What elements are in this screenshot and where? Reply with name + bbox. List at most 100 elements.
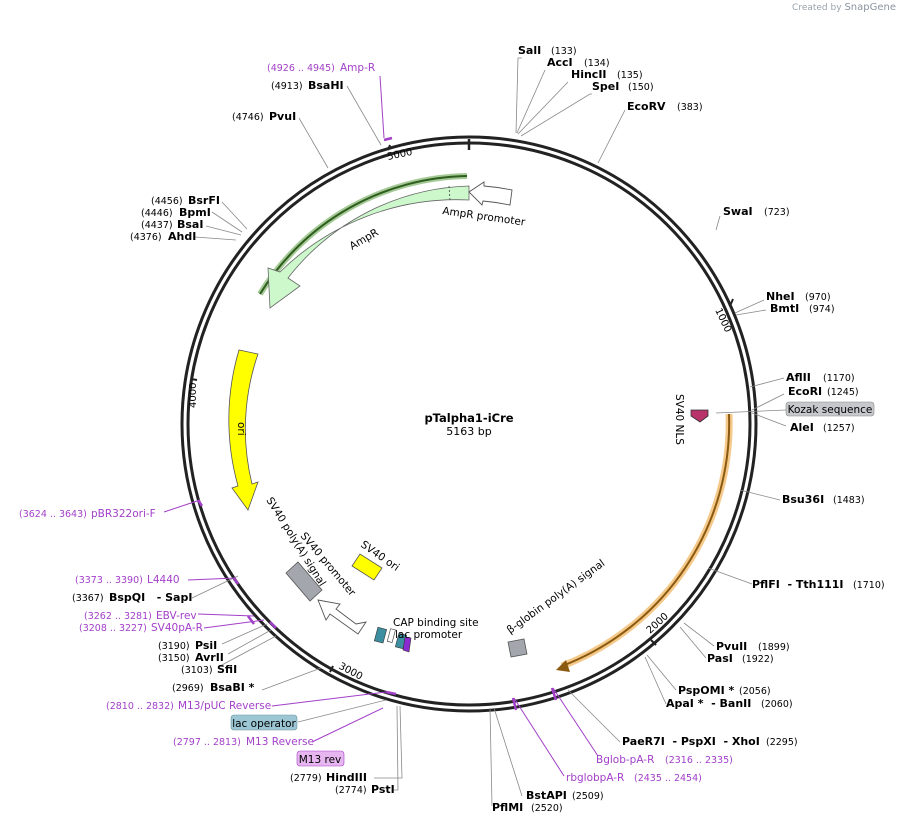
- site-spei-pos: (150): [628, 82, 654, 93]
- site-sfii[interactable]: SfiI: [217, 663, 237, 676]
- primer-rbglobpa-r[interactable]: rbglobpA-R: [566, 772, 624, 784]
- sv40-nls-label: SV40 NLS: [673, 394, 685, 445]
- site-psti-pos: (2774): [335, 785, 367, 796]
- site-pflmi-pos: (2520): [531, 803, 563, 814]
- snapgene-watermark: Created by SnapGene: [792, 2, 896, 13]
- site-ecori[interactable]: EcoRI: [788, 385, 822, 398]
- site-bmti[interactable]: BmtI: [770, 302, 799, 315]
- site-acci[interactable]: AccI: [547, 56, 573, 69]
- ampr-feature[interactable]: AmpR: [257, 173, 470, 309]
- site-bstapi-pos: (2509): [572, 791, 604, 802]
- cap-binding-label: CAP binding site: [393, 617, 479, 629]
- site-bmti-pos: (974): [809, 304, 835, 315]
- backbone: [180, 135, 758, 713]
- site-swai[interactable]: SwaI: [723, 205, 753, 218]
- site-psii[interactable]: PsiI: [195, 639, 217, 652]
- primer-ampr[interactable]: Amp-R: [340, 62, 375, 74]
- plasmid-length: 5163 bp: [446, 425, 491, 438]
- tick-5000: 5000: [386, 147, 413, 163]
- site-ecorv-pos: (383): [677, 102, 703, 113]
- sv40-ori-feature[interactable]: SV40 ori: [351, 539, 401, 581]
- sv40-nls-feature[interactable]: SV40 NLS: [673, 394, 709, 445]
- site-acci-pos: (134): [584, 58, 610, 69]
- site-pflfi-pos: (1710): [853, 580, 885, 591]
- site-bsrfi-pos: (4456): [151, 196, 183, 207]
- site-bpmi[interactable]: BpmI: [179, 206, 211, 219]
- primer-sv40pa-r[interactable]: SV40pA-R: [151, 622, 203, 634]
- site-avrii-pos: (3150): [158, 653, 190, 664]
- site-bstapi[interactable]: BstAPI: [526, 789, 567, 802]
- site-bsrfi[interactable]: BsrFI: [188, 194, 220, 207]
- ori-feature[interactable]: ori: [228, 349, 259, 511]
- site-bpmi-pos: (4446): [141, 208, 173, 219]
- site-hindiii[interactable]: HindIII: [326, 771, 367, 784]
- site-alei-pos: (1257): [823, 423, 855, 434]
- lac-operator-box[interactable]: lac operator: [230, 699, 387, 731]
- site-sfii-pos: (3103): [181, 665, 213, 676]
- site-psii-pos: (3190): [158, 641, 190, 652]
- site-ahdi[interactable]: AhdI: [168, 230, 196, 243]
- ori-label: ori: [235, 422, 247, 436]
- site-nhei[interactable]: NheI: [766, 290, 795, 303]
- site-pvui[interactable]: PvuI: [269, 110, 296, 123]
- primer-rbglobpa-r-pos: (2435 .. 2454): [634, 773, 702, 784]
- primer-ebv-rev[interactable]: EBV-rev: [156, 610, 197, 622]
- site-pvuii[interactable]: PvuII: [716, 640, 747, 653]
- primer-m13-reverse-pos: (2797 .. 2813): [173, 737, 241, 748]
- plasmid-name: pTalpha1-iCre: [424, 411, 513, 425]
- site-hincii[interactable]: HincII: [571, 68, 607, 81]
- globin-polya-feature[interactable]: β-globin poly(A) signal: [505, 557, 608, 658]
- site-paer7i-pspxi-xhoi[interactable]: PaeR7I - PspXI - XhoI: [622, 735, 760, 748]
- primer-labels[interactable]: (4926 .. 4945) Amp-R Bglob-pA-R (2316 ..…: [19, 62, 733, 784]
- site-psti[interactable]: PstI: [371, 783, 395, 796]
- site-bsu36i[interactable]: Bsu36I: [782, 493, 824, 506]
- primer-l4440-pos: (3373 .. 3390): [75, 575, 143, 586]
- site-ecorv[interactable]: EcoRV: [627, 100, 666, 113]
- kozak-box[interactable]: Kozak sequence: [715, 401, 875, 417]
- site-paer7i-pos: (2295): [766, 737, 798, 748]
- kozak-label: Kozak sequence: [788, 404, 873, 416]
- site-bsahi[interactable]: BsaHI: [308, 79, 344, 92]
- site-bsai[interactable]: BsaI: [177, 218, 203, 231]
- ampr-promoter-label: AmpR promoter: [442, 205, 527, 229]
- site-avrii[interactable]: AvrII: [195, 651, 224, 664]
- site-bspqi-sapi[interactable]: BspQI - SapI: [109, 591, 192, 604]
- site-apai-banii[interactable]: ApaI * - BanII: [666, 697, 751, 710]
- globin-polya-label: β-globin poly(A) signal: [505, 557, 608, 636]
- site-alei[interactable]: AleI: [790, 421, 814, 434]
- site-pflfi-tth111i[interactable]: PflFI - Tth111I: [752, 578, 844, 591]
- site-spei[interactable]: SpeI: [592, 80, 619, 93]
- primer-m13-puc-reverse[interactable]: M13/pUC Reverse: [178, 700, 271, 712]
- primer-pbr322ori-f[interactable]: pBR322ori-F: [91, 508, 156, 520]
- primer-m13-puc-reverse-pos: (2810 .. 2832): [106, 701, 174, 712]
- site-pspomi[interactable]: PspOMI *: [678, 684, 735, 697]
- m13-rev-label: M13 rev: [299, 754, 342, 766]
- site-ahdi-pos: (4376): [130, 232, 162, 243]
- lac-promoter-label: lac promoter: [395, 629, 463, 641]
- site-pasi-pos: (1922): [742, 654, 774, 665]
- site-bsai-pos: (4437): [141, 220, 173, 231]
- site-aflii[interactable]: AflII: [786, 371, 811, 384]
- primer-l4440[interactable]: L4440: [147, 574, 180, 586]
- site-pflmi[interactable]: PflMI: [492, 801, 523, 814]
- primer-m13-reverse[interactable]: M13 Reverse: [246, 736, 314, 748]
- lac-region-features[interactable]: CAP binding site lac promoter: [373, 617, 479, 653]
- m13-rev-box[interactable]: M13 rev: [296, 750, 345, 767]
- lac-operator-label: lac operator: [232, 718, 296, 730]
- tick-4000: 4000: [188, 383, 199, 408]
- site-pspomi-pos: (2056): [739, 686, 771, 697]
- primer-leaders: [163, 75, 599, 777]
- site-hincii-pos: (135): [617, 70, 643, 81]
- site-pasi[interactable]: PasI: [707, 652, 733, 665]
- site-bsabi[interactable]: BsaBI *: [210, 681, 255, 694]
- primer-bglob-pa-r[interactable]: Bglob-pA-R: [596, 754, 654, 766]
- site-labels[interactable]: SalI (133) AccI (134) HincII (135) SpeI …: [72, 44, 885, 814]
- ampr-label: AmpR: [348, 227, 381, 253]
- site-swai-pos: (723): [764, 207, 790, 218]
- cre-feature[interactable]: [556, 413, 733, 672]
- site-leaders: [191, 57, 787, 807]
- site-sali[interactable]: SalI: [518, 44, 541, 57]
- site-hindiii-pos: (2779): [290, 773, 322, 784]
- primer-bglob-pa-r-pos: (2316 .. 2335): [665, 755, 733, 766]
